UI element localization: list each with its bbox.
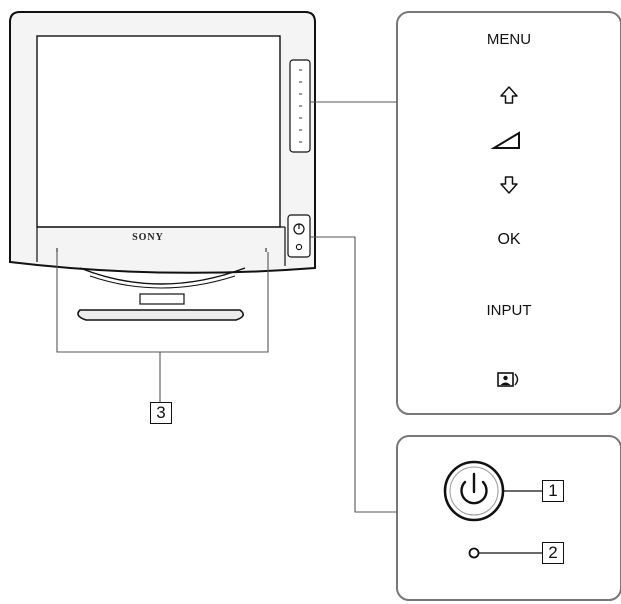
callout-power-switch: 1 [542,480,564,502]
down-arrow-icon[interactable] [500,176,518,194]
power-indicator-icon [468,547,480,559]
input-button-label[interactable]: INPUT [486,302,532,319]
power-icon[interactable] [460,472,488,505]
monitor-power-led [295,243,303,251]
monitor-stand-base [77,309,244,321]
front-panel [36,227,286,266]
ok-button-label[interactable]: OK [497,231,521,248]
menu-panel [396,11,621,415]
callout-power-indicator: 2 [542,542,564,564]
menu-button-label[interactable]: MENU [486,31,532,48]
stand-callout-bracket [56,252,269,353]
picture-mode-icon[interactable] [497,372,519,387]
side-control-marks [299,69,302,143]
callout-stand: 3 [150,402,172,424]
monitor-screen [36,35,281,228]
up-arrow-icon[interactable] [500,86,518,104]
monitor-neck [79,267,246,285]
brand-label: SONY [132,232,164,243]
monitor-neck-post [139,293,185,305]
monitor-power-housing[interactable] [287,214,311,258]
power-panel [396,435,621,601]
power-connector [310,236,397,513]
brightness-wedge-icon[interactable] [490,131,520,149]
